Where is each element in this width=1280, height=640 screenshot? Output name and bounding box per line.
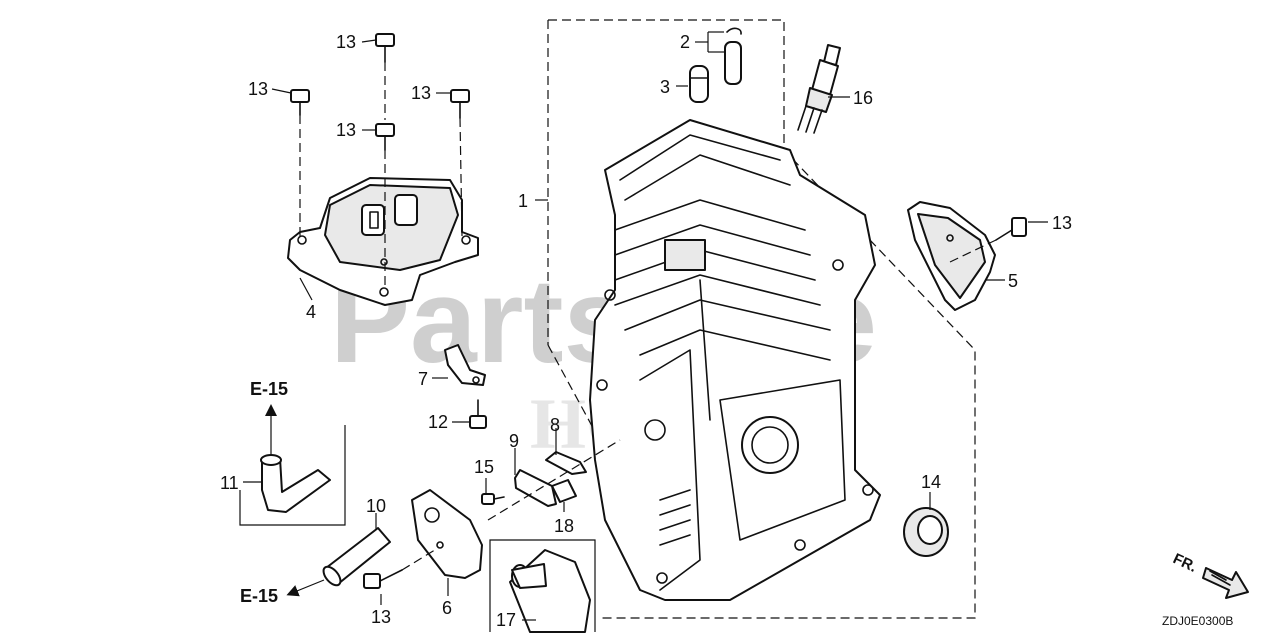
bolt-13-mid[interactable] (375, 123, 395, 151)
callout-7: 7 (418, 369, 428, 389)
oil-seal-14-part[interactable] (903, 507, 949, 557)
callout-8: 8 (550, 415, 560, 435)
bolt-12-part[interactable] (469, 399, 487, 429)
tube-10-part[interactable] (320, 527, 391, 588)
valve-guide-part[interactable] (689, 65, 709, 103)
callout-13-bottom: 13 (371, 607, 391, 627)
reference-e15-upper: E-15 (250, 379, 288, 399)
callout-13-right: 13 (411, 83, 431, 103)
callout-13-top: 13 (336, 32, 356, 52)
callout-16: 16 (853, 88, 873, 108)
diagram-code: ZDJ0E0300B (1162, 614, 1233, 628)
callout-11: 11 (220, 473, 239, 493)
callout-17: 17 (496, 610, 516, 630)
callout-10: 10 (366, 496, 386, 516)
filter-case-17-part[interactable] (489, 539, 596, 633)
valve-guide-clip-part[interactable] (724, 27, 742, 85)
callout-13-left: 13 (248, 79, 268, 99)
callout-1: 1 (518, 191, 528, 211)
bolt-13-right[interactable] (450, 89, 470, 119)
callout-4: 4 (306, 302, 316, 322)
callout-9: 9 (509, 431, 519, 451)
gasket-9-part[interactable] (514, 469, 557, 507)
callout-5: 5 (1008, 271, 1018, 291)
breather-plate-8-part[interactable] (545, 451, 587, 475)
clip-18-part[interactable] (551, 479, 577, 503)
side-cover-part[interactable] (907, 201, 996, 311)
callout-6: 6 (442, 598, 452, 618)
front-direction-arrow-icon (1202, 567, 1249, 599)
bolt-13-left[interactable] (290, 89, 310, 116)
screw-15-part[interactable] (481, 493, 505, 505)
callout-15: 15 (474, 457, 494, 477)
callout-12: 12 (428, 412, 448, 432)
cover-6-part[interactable] (411, 489, 483, 579)
front-direction-label: FR. (1170, 550, 1199, 576)
spark-plug-part[interactable] (797, 44, 841, 134)
reference-e15-lower: E-15 (240, 586, 278, 606)
callout-3: 3 (660, 77, 670, 97)
bolt-13-side[interactable] (995, 217, 1027, 241)
callout-18: 18 (554, 516, 574, 536)
callout-13-side: 13 (1052, 213, 1072, 233)
callout-2: 2 (680, 32, 690, 52)
cylinder-crankcase-part[interactable] (589, 119, 881, 601)
callout-13-mid: 13 (336, 120, 356, 140)
bolt-13-bottom[interactable] (363, 569, 403, 589)
bracket-7-part[interactable] (444, 344, 486, 386)
callout-14: 14 (921, 472, 941, 492)
bolt-13-top[interactable] (375, 33, 395, 63)
head-cover-part[interactable] (287, 177, 479, 306)
breather-hose-11-part[interactable] (260, 454, 331, 513)
